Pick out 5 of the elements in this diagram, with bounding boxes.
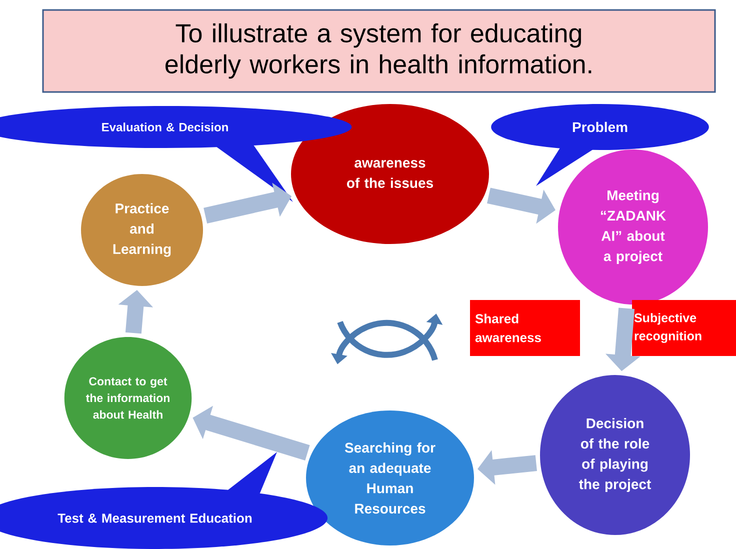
- title-box: To illustrate a system for educating elderly workers in health information.: [42, 9, 716, 93]
- speech-bubble: Problem: [491, 104, 709, 186]
- speech-bubble: Test & Measurement Education: [0, 452, 328, 549]
- label-box: Shared awareness: [470, 300, 580, 356]
- label-box: Subjective recognition: [632, 300, 736, 356]
